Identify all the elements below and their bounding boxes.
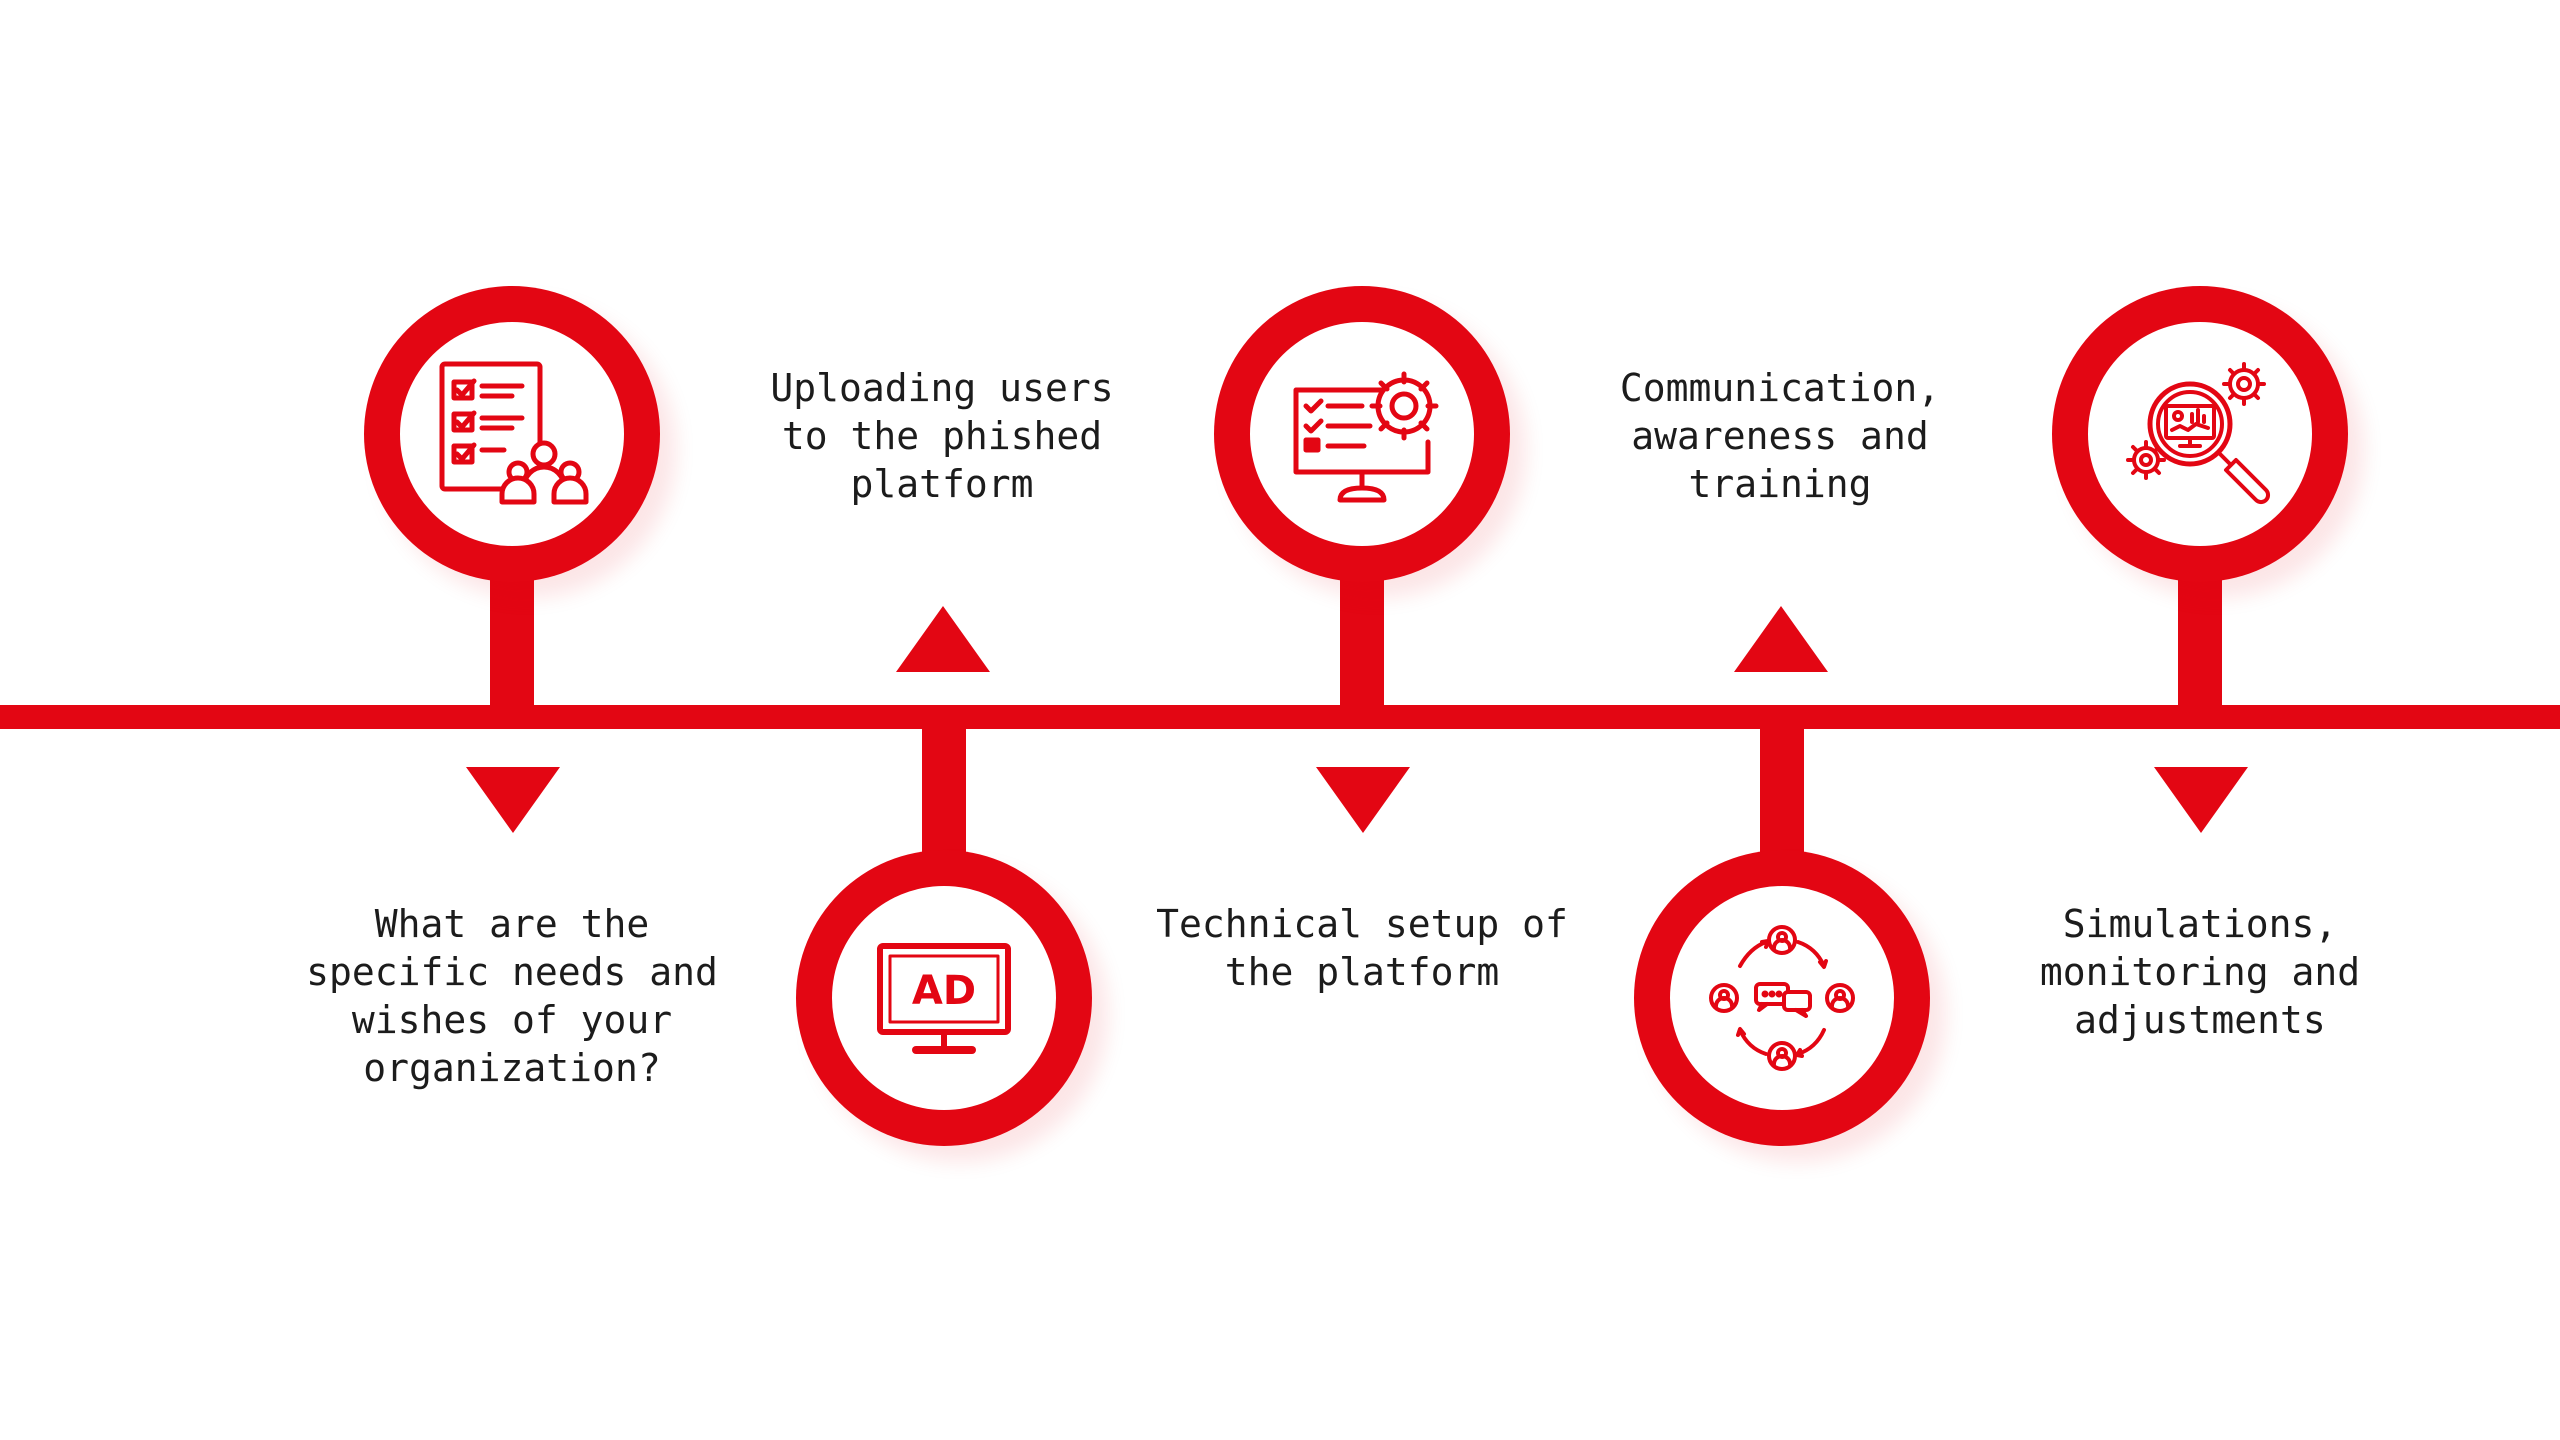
step-2-arrow [896, 606, 990, 672]
step-1-arrow [466, 767, 560, 833]
communication-network-icon [1709, 925, 1855, 1071]
timeline-line [0, 705, 2560, 729]
step-2-stem [922, 725, 966, 865]
step-3-stem [1340, 570, 1384, 710]
step-5-arrow [2154, 767, 2248, 833]
step-2-icon-holder: AD [832, 886, 1056, 1110]
step-5-ring [2052, 286, 2348, 582]
step-5-label: Simulations, monitoring and adjustments [2039, 902, 2361, 1042]
monitor-settings-icon [1293, 371, 1439, 503]
step-3-ring [1214, 286, 1510, 582]
step-4-icon-holder [1670, 886, 1894, 1110]
step-4-ring [1634, 850, 1930, 1146]
step-3-icon-holder [1250, 322, 1474, 546]
ad-monitor-icon: AD [877, 943, 1011, 1054]
step-1-ring [364, 286, 660, 582]
step-5-stem [2178, 570, 2222, 710]
step-1-icon-holder [400, 322, 624, 546]
ad-text: AD [912, 968, 976, 1014]
step-1-stem [490, 570, 534, 710]
analytics-search-icon [2126, 362, 2271, 505]
step-4-label: Communication, awareness and training [1619, 366, 1941, 506]
step-4-arrow [1734, 606, 1828, 672]
step-3-arrow [1316, 767, 1410, 833]
step-4-stem [1760, 725, 1804, 865]
checklist-team-icon [439, 361, 589, 505]
step-2-label: Uploading users to the phished platform [770, 366, 1114, 506]
step-5-icon-holder [2088, 322, 2312, 546]
step-2-ring: AD [796, 850, 1092, 1146]
step-1-label: What are the specific needs and wishes o… [306, 902, 718, 1090]
step-3-label: Technical setup of the platform [1156, 902, 1568, 994]
